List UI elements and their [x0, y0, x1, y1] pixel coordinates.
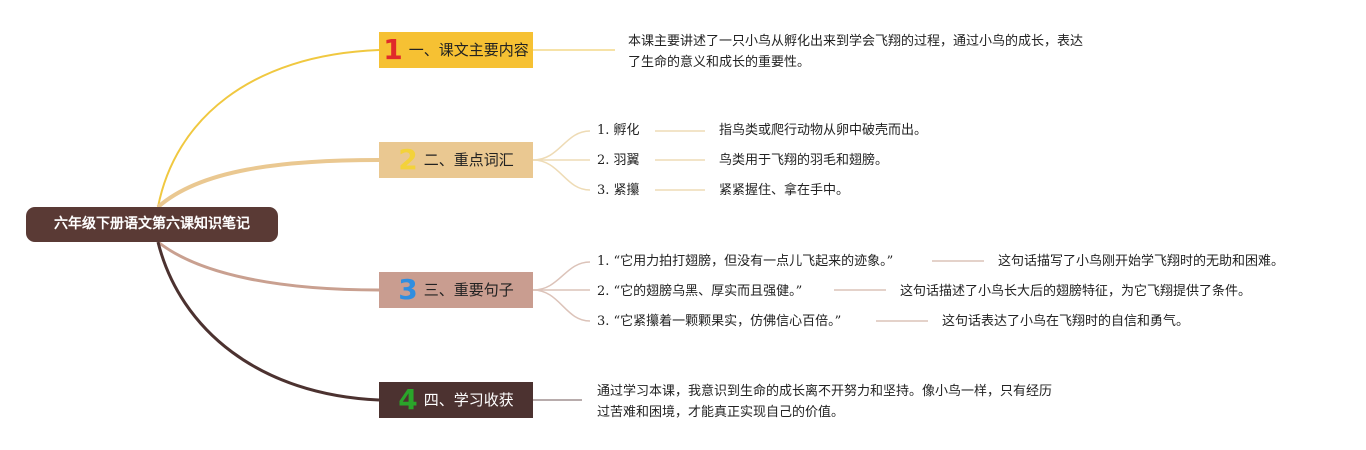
link-branch3-item1 [532, 261, 591, 291]
branch-label-2: 二、重点词汇 [423, 151, 514, 169]
sentence-2[interactable]: 2. “它的翅膀乌黑、厚实而且强健。” [597, 284, 803, 299]
link-branch2-item3 [532, 159, 591, 191]
branch-node-3[interactable]: 3 三、重要句子 [379, 272, 533, 308]
branch-label-4: 四、学习收获 [423, 391, 514, 409]
vocab-desc-1[interactable]: 指鸟类或爬行动物从卵中破壳而出。 [719, 123, 928, 138]
branch-4-detail-line1: 通过学习本课，我意识到生命的成长离不开努力和坚持。像小鸟一样，只有经历 [597, 384, 1053, 399]
number-1-icon: 1 [383, 33, 403, 66]
vocab-desc-3[interactable]: 紧紧握住、拿在手中。 [719, 183, 850, 198]
branch-node-2[interactable]: 2 二、重点词汇 [379, 142, 533, 178]
link-root-branch1 [157, 49, 380, 208]
sentence-desc-3[interactable]: 这句话表达了小鸟在飞翔时的自信和勇气。 [942, 314, 1190, 329]
branch-1-detail[interactable]: 本课主要讲述了一只小鸟从孵化出来到学会飞翔的过程，通过小鸟的成长，表达 了生命的… [628, 31, 1128, 73]
root-node[interactable]: 六年级下册语文第六课知识笔记 [26, 207, 278, 242]
branch-1-detail-line2: 了生命的意义和成长的重要性。 [628, 55, 811, 70]
branch-4-detail-line2: 过苦难和困境，才能真正实现自己的价值。 [597, 405, 845, 420]
sentence-1[interactable]: 1. “它用力拍打翅膀，但没有一点儿飞起来的迹象。” [597, 254, 894, 269]
sentence-desc-1[interactable]: 这句话描写了小鸟刚开始学飞翔时的无助和困难。 [998, 254, 1285, 269]
vocab-term-2[interactable]: 2. 羽翼 [597, 153, 640, 168]
link-branch2-item1 [532, 130, 591, 161]
vocab-term-1[interactable]: 1. 孵化 [597, 123, 640, 138]
branch-node-1[interactable]: 1 一、课文主要内容 [379, 32, 533, 68]
link-root-branch4 [156, 241, 380, 402]
number-2-icon: 2 [398, 143, 418, 176]
branch-4-detail[interactable]: 通过学习本课，我意识到生命的成长离不开努力和坚持。像小鸟一样，只有经历 过苦难和… [597, 381, 1097, 423]
sentence-3[interactable]: 3. “它紧攥着一颗颗果实，仿佛信心百倍。” [597, 314, 842, 329]
vocab-term-3[interactable]: 3. 紧攥 [597, 183, 640, 198]
sentence-desc-2[interactable]: 这句话描述了小鸟长大后的翅膀特征，为它飞翔提供了条件。 [900, 284, 1252, 299]
branch-1-detail-line1: 本课主要讲述了一只小鸟从孵化出来到学会飞翔的过程，通过小鸟的成长，表达 [628, 34, 1084, 49]
number-3-icon: 3 [398, 273, 418, 306]
branch-node-4[interactable]: 4 四、学习收获 [379, 382, 533, 418]
branch-label-3: 三、重要句子 [423, 281, 514, 299]
link-branch3-item3 [532, 289, 591, 322]
link-root-branch2 [156, 158, 380, 209]
vocab-desc-2[interactable]: 鸟类用于飞翔的羽毛和翅膀。 [719, 153, 889, 168]
branch-label-1: 一、课文主要内容 [408, 41, 529, 59]
number-4-icon: 4 [398, 383, 418, 416]
link-root-branch3 [157, 240, 380, 292]
